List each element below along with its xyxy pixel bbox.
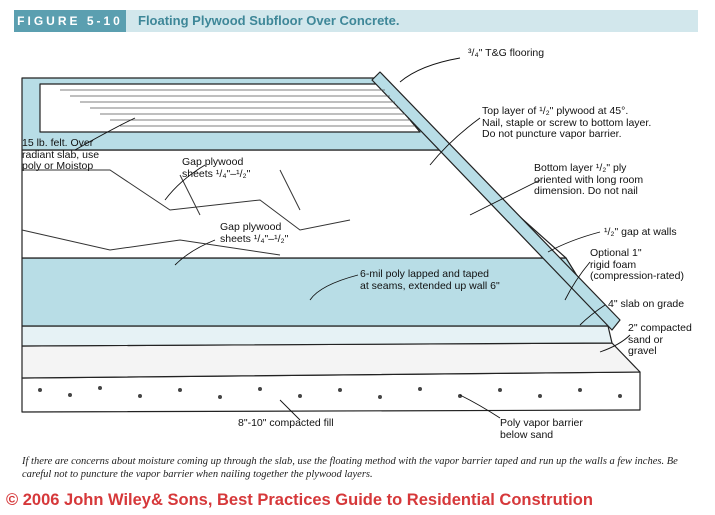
label-gap-upper: Gap plywood sheets ¹/₄"–¹/₂" bbox=[182, 156, 251, 180]
figure-title: Floating Plywood Subfloor Over Concrete. bbox=[126, 10, 698, 32]
copyright-notice: © 2006 John Wiley& Sons, Best Practices … bbox=[6, 491, 593, 509]
label-poly-barrier: Poly vapor barrier below sand bbox=[500, 417, 583, 441]
wall bbox=[371, 71, 621, 331]
slab-layer bbox=[21, 325, 613, 347]
figure-caption: If there are concerns about moisture com… bbox=[22, 456, 678, 480]
label-slab: 4" slab on grade bbox=[608, 298, 685, 310]
label-gap-walls: ¹/₂" gap at walls bbox=[604, 226, 677, 238]
subfloor-diagram bbox=[21, 57, 641, 421]
label-foam: Optional 1" rigid foam (compression-rate… bbox=[590, 247, 684, 282]
figure-number: FIGURE 5-10 bbox=[14, 10, 126, 32]
bottom-ply-layer bbox=[21, 149, 567, 259]
label-poly: 6-mil poly lapped and taped at seams, ex… bbox=[360, 268, 500, 292]
label-gap-lower: Gap plywood sheets ¹/₄"–¹/₂" bbox=[220, 221, 289, 245]
label-tg-flooring: ³/₄" T&G flooring bbox=[468, 47, 545, 59]
label-bottom-layer: Bottom layer ¹/₂" ply oriented with long… bbox=[534, 162, 644, 197]
label-top-layer: Top layer of ¹/₂" plywood at 45°. Nail, … bbox=[482, 105, 652, 140]
poly-layer bbox=[21, 257, 609, 327]
label-felt: 15 lb. felt. Over radiant slab, use poly… bbox=[22, 137, 100, 172]
compacted-fill bbox=[21, 371, 641, 413]
sand-layer bbox=[21, 342, 641, 379]
label-sand: 2" compacted sand or gravel bbox=[628, 322, 692, 357]
figure-header: FIGURE 5-10 Floating Plywood Subfloor Ov… bbox=[0, 0, 715, 34]
label-fill: 8"-10" compacted fill bbox=[238, 417, 334, 429]
